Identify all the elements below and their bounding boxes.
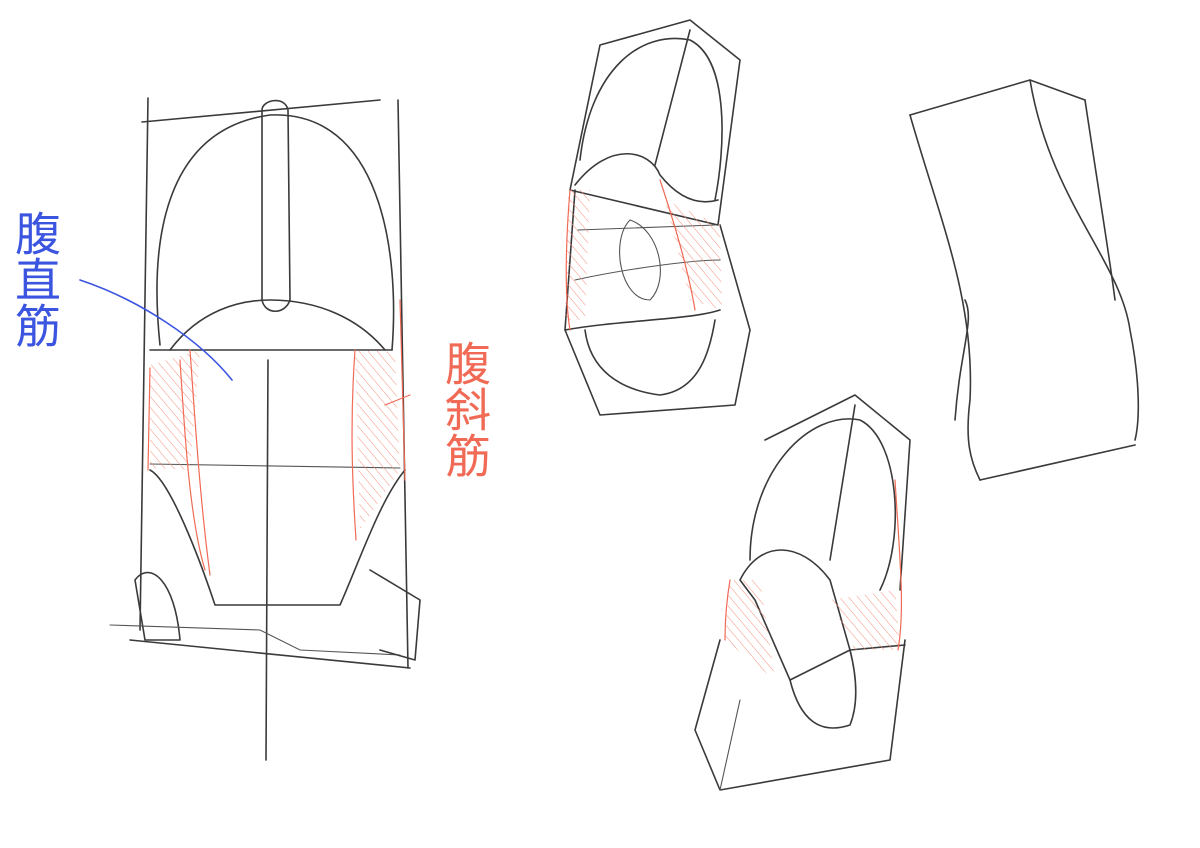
label-rectus-abdominis: 腹直筋 xyxy=(8,210,62,348)
label-obliques: 腹斜筋 xyxy=(438,340,492,478)
twisted-box-sketch xyxy=(909,79,1140,481)
three-quarter-torso-sketch xyxy=(564,19,751,416)
label-pointer-rectus xyxy=(79,279,233,381)
twisted-torso-sketch xyxy=(694,394,911,791)
front-torso-sketch xyxy=(109,97,421,761)
